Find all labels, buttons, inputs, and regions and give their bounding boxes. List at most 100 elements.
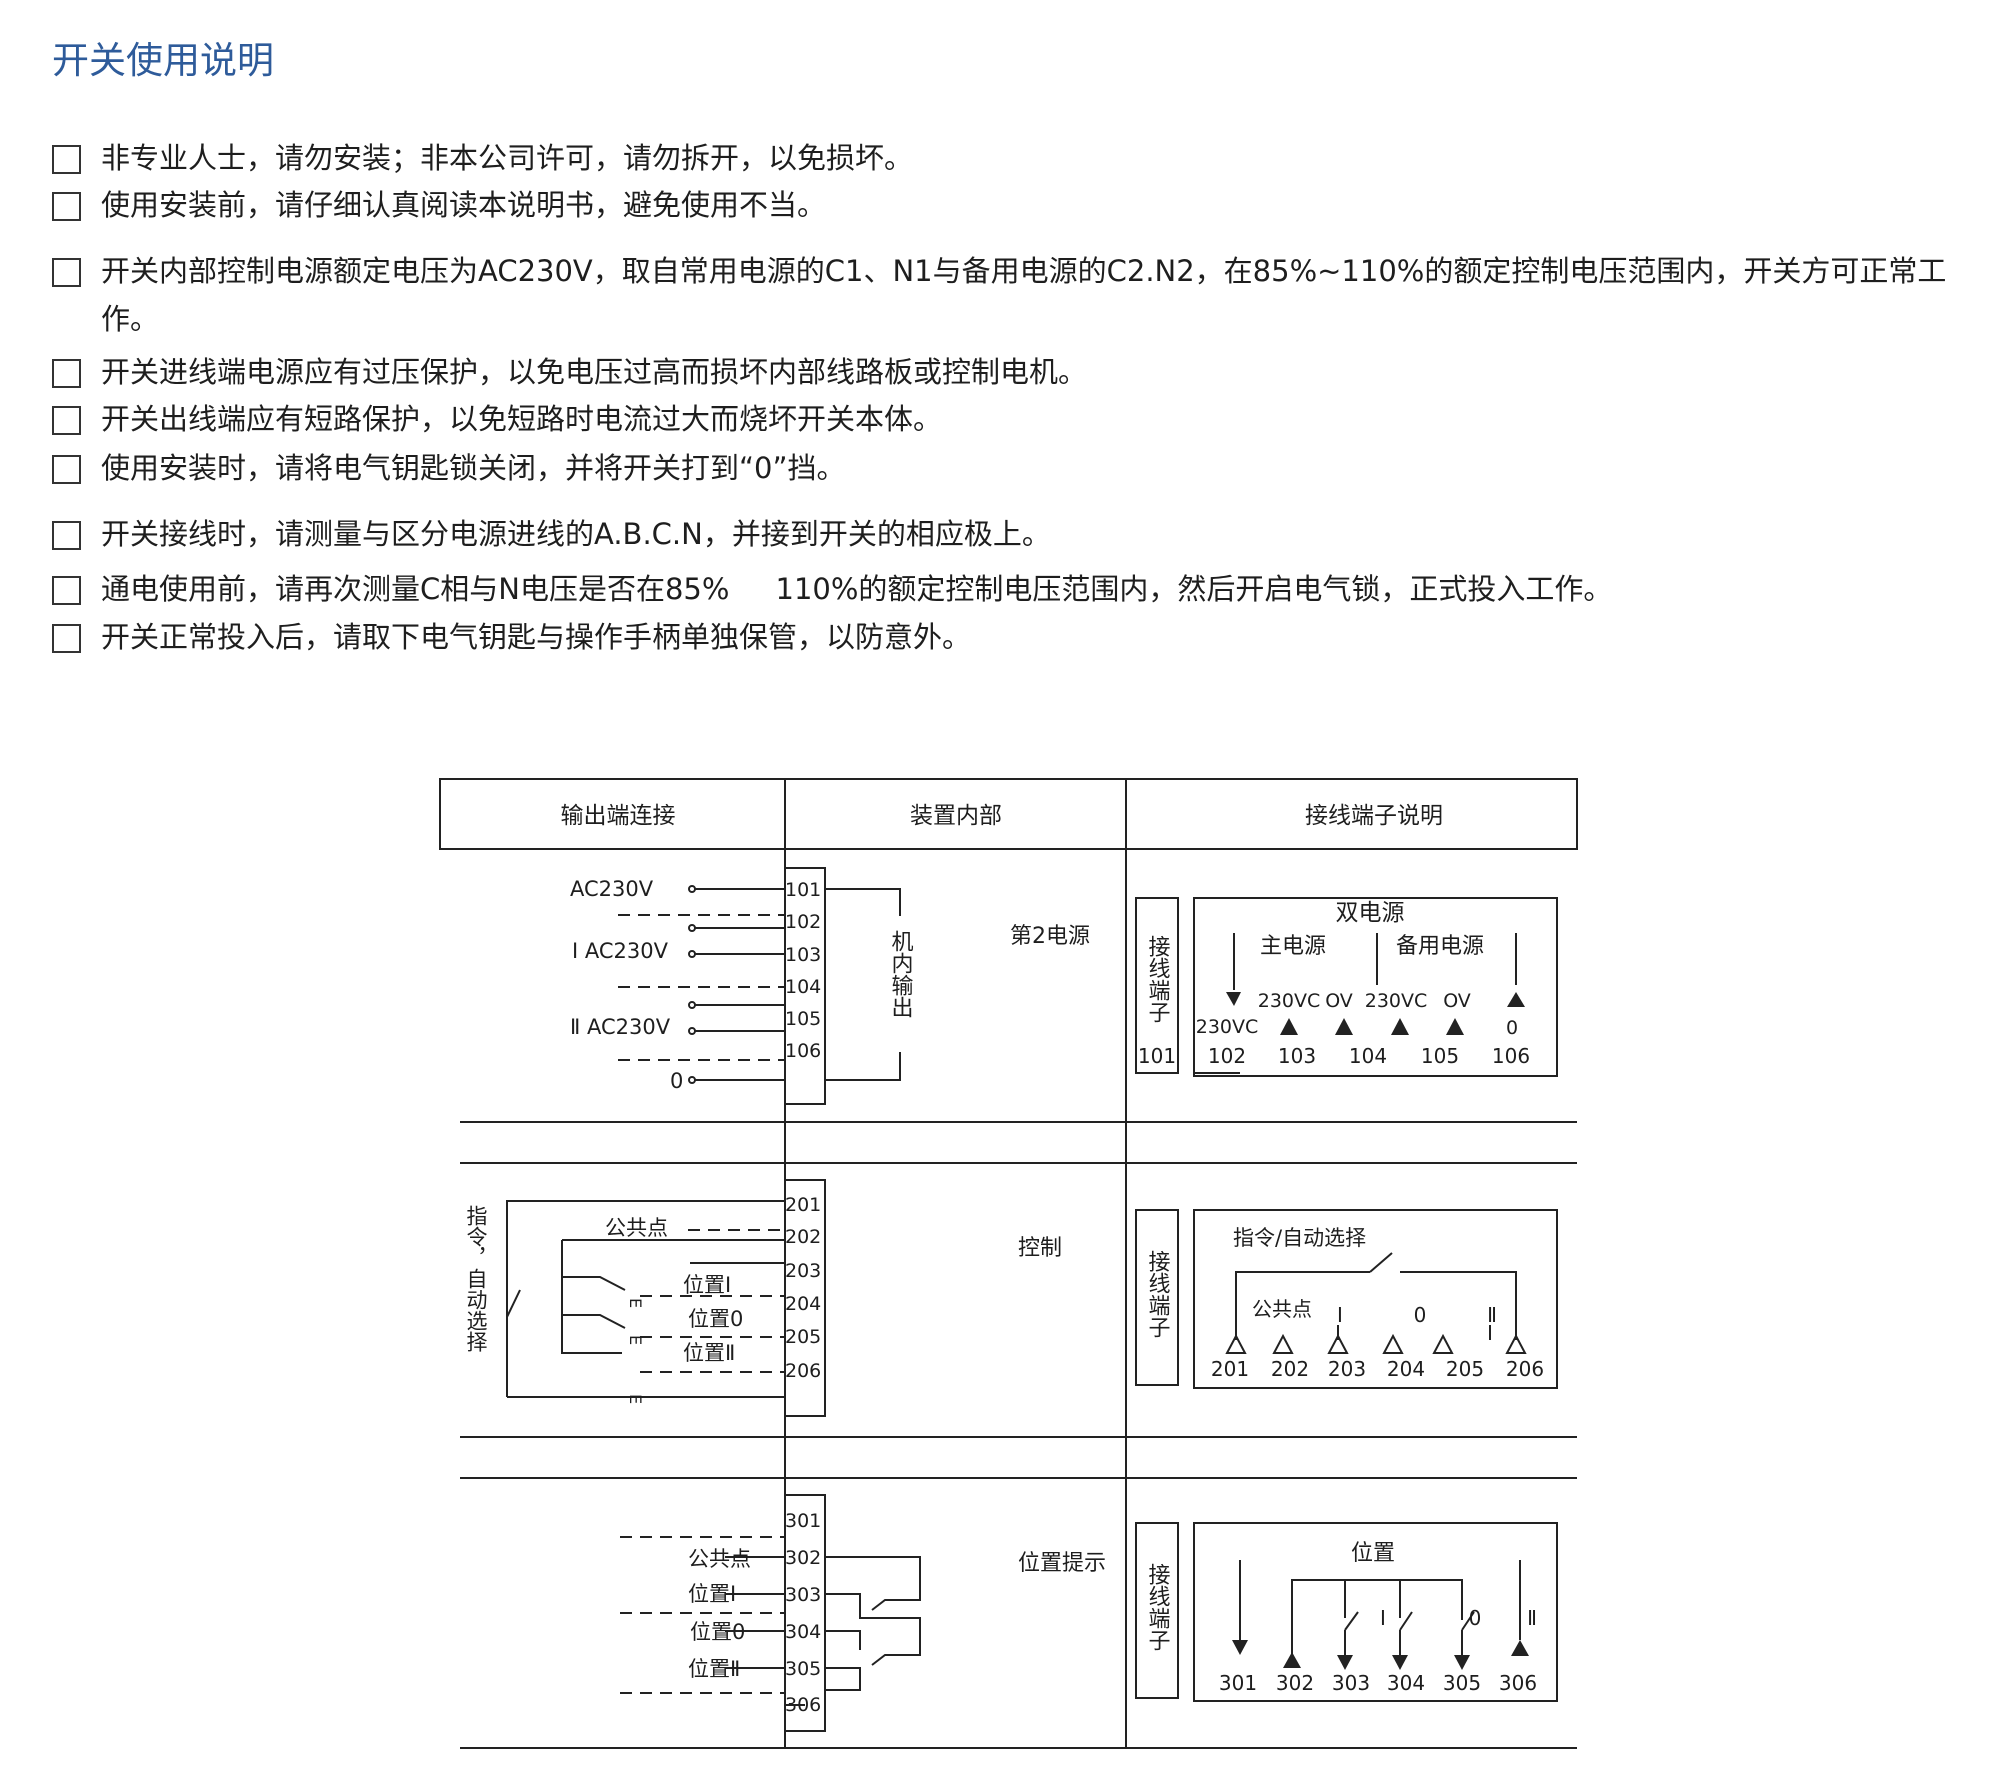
box-title: 指令/自动选择 — [1233, 1226, 1366, 1250]
terminal-number: 202 — [1271, 1357, 1309, 1381]
vertical-label: 指令，自动选择 — [464, 1205, 488, 1352]
note-text: 开关接线时，请测量与区分电源进线的A.B.C.N，并接到开关的相应极上。 — [101, 517, 1051, 551]
terminal-number: 302 — [1276, 1671, 1314, 1695]
header-output: 输出端连接 — [561, 803, 676, 829]
note-item: 开关进线端电源应有过压保护，以免电压过高而损坏内部线路板或控制电机。 — [52, 348, 1981, 396]
arrow-down-icon — [1232, 1640, 1248, 1655]
note-text: 开关进线端电源应有过压保护，以免电压过高而损坏内部线路板或控制电机。 — [101, 355, 1088, 389]
terminal-number: 303 — [1332, 1671, 1370, 1695]
box-position: Ⅱ — [1487, 1303, 1497, 1327]
box-mark: Ⅰ — [1380, 1606, 1386, 1630]
arrow-up-icon — [1446, 1018, 1464, 1035]
checkbox-icon — [52, 521, 81, 550]
voltage-label: 230VC — [1258, 990, 1321, 1012]
terminal-label: 204 — [785, 1293, 821, 1315]
function-label: 控制 — [1018, 1236, 1062, 1261]
terminal-number: 104 — [1349, 1044, 1387, 1068]
e-mark: E — [626, 1335, 645, 1345]
side-label: 接线端子 — [1145, 1250, 1171, 1338]
terminal-label: 301 — [785, 1510, 821, 1532]
terminal-label: 101 — [785, 879, 821, 901]
terminal-label: 106 — [785, 1040, 821, 1062]
checkbox-icon — [52, 406, 81, 435]
checkbox-icon — [52, 192, 81, 221]
terminal-label: 104 — [785, 976, 821, 998]
inner-output-label: 机内输出 — [888, 930, 914, 1018]
checkbox-icon — [52, 258, 81, 287]
position-label: 位置Ⅱ — [683, 1341, 735, 1365]
function-label: 第2电源 — [1010, 924, 1090, 949]
checkbox-icon — [52, 576, 81, 605]
note-text: 通电使用前，请再次测量C相与N电压是否在85% 110%的额定控制电压范围内，然… — [101, 572, 1613, 606]
output-label: Ⅱ AC230V — [570, 1015, 671, 1039]
position-label: 位置Ⅰ — [688, 1582, 736, 1606]
terminal-number: 305 — [1443, 1671, 1481, 1695]
common-label: 公共点 — [688, 1547, 751, 1571]
common-label: 公共点 — [605, 1216, 668, 1240]
note-item: 使用安装时，请将电气钥匙锁关闭，并将开关打到“0”挡。 — [52, 444, 1981, 492]
output-label: AC230V — [570, 877, 654, 901]
terminal-triangle-icon — [1382, 1333, 1404, 1354]
checkbox-icon — [52, 624, 81, 653]
function-label: 位置提示 — [1018, 1551, 1106, 1576]
voltage-label: OV — [1325, 990, 1353, 1012]
section-control: 指令，自动选择 公共点 位置Ⅰ 位置0 位置Ⅱ E E E 201 202 20… — [464, 1179, 1558, 1417]
terminal-label: 103 — [785, 944, 821, 966]
terminal-triangle-icon — [1505, 1333, 1527, 1354]
terminal-label: 202 — [785, 1226, 821, 1248]
terminal-number: 304 — [1387, 1671, 1425, 1695]
note-item: 开关接线时，请测量与区分电源进线的A.B.C.N，并接到开关的相应极上。 — [52, 510, 1981, 558]
note-item: 通电使用前，请再次测量C相与N电压是否在85% 110%的额定控制电压范围内，然… — [52, 565, 1981, 613]
note-text: 使用安装前，请仔细认真阅读本说明书，避免使用不当。 — [101, 188, 827, 222]
terminal-number: 203 — [1328, 1357, 1366, 1381]
checkbox-icon — [52, 359, 81, 388]
terminal-number: 105 — [1421, 1044, 1459, 1068]
box-title: 位置 — [1351, 1541, 1395, 1566]
terminal-triangle-icon — [1432, 1333, 1454, 1354]
note-item: 使用安装前，请仔细认真阅读本说明书，避免使用不当。 — [52, 181, 1981, 229]
terminal-number: 204 — [1387, 1357, 1425, 1381]
terminal-label: 302 — [785, 1547, 821, 1569]
terminal-label: 105 — [785, 1008, 821, 1030]
box-mark: Ⅱ — [1527, 1606, 1537, 1630]
checkbox-icon — [52, 455, 81, 484]
terminal-label: 306 — [785, 1694, 821, 1716]
terminal-label: 304 — [785, 1621, 821, 1643]
page-title: 开关使用说明 — [52, 39, 274, 82]
e-mark: E — [626, 1298, 645, 1308]
box-mark: 0 — [1469, 1606, 1482, 1630]
side-label: 接线端子 — [1145, 935, 1171, 1023]
terminal-triangle-icon — [1327, 1333, 1349, 1354]
terminal-label: 205 — [785, 1326, 821, 1348]
box-common-label: 公共点 — [1252, 1297, 1312, 1321]
position-label: 位置0 — [688, 1307, 743, 1331]
arrow-up-icon — [1283, 1652, 1301, 1668]
side-label: 接线端子 — [1145, 1563, 1171, 1651]
terminal-label: 203 — [785, 1260, 821, 1282]
checkbox-icon — [52, 145, 81, 174]
terminal-label: 305 — [785, 1658, 821, 1680]
note-text: 开关出线端应有短路保护，以免短路时电流过大而烧坏开关本体。 — [101, 402, 943, 436]
arrow-down-icon — [1392, 1655, 1408, 1670]
section-power: AC230V Ⅰ AC230V Ⅱ AC230V 0 101 102 103 1… — [570, 867, 1558, 1105]
terminal-label: 206 — [785, 1360, 821, 1382]
note-text: 使用安装时，请将电气钥匙锁关闭，并将开关打到“0”挡。 — [101, 451, 846, 485]
arrow-up-icon — [1280, 1018, 1298, 1035]
output-label: 0 — [670, 1069, 683, 1093]
arrow-down-icon — [1454, 1655, 1470, 1670]
voltage-label: OV — [1443, 990, 1471, 1012]
note-item: 开关正常投入后，请取下电气钥匙与操作手柄单独保管，以防意外。 — [52, 613, 1981, 661]
voltage-label: 230VC — [1196, 1016, 1259, 1038]
voltage-label: 0 — [1506, 1017, 1518, 1039]
arrow-up-icon — [1511, 1640, 1529, 1656]
note-item: 开关出线端应有短路保护，以免短路时电流过大而烧坏开关本体。 — [52, 395, 1981, 443]
position-label: 位置Ⅱ — [688, 1657, 740, 1681]
e-mark: E — [626, 1394, 645, 1404]
note-text: 非专业人士，请勿安装；非本公司许可，请勿拆开，以免损坏。 — [101, 141, 914, 175]
arrow-down-icon — [1337, 1655, 1353, 1670]
terminal-number: 306 — [1499, 1671, 1537, 1695]
backup-source-label: 备用电源 — [1396, 934, 1484, 959]
terminal-number: 205 — [1446, 1357, 1484, 1381]
header-inner: 装置内部 — [910, 803, 1002, 829]
terminal-label: 201 — [785, 1194, 821, 1216]
